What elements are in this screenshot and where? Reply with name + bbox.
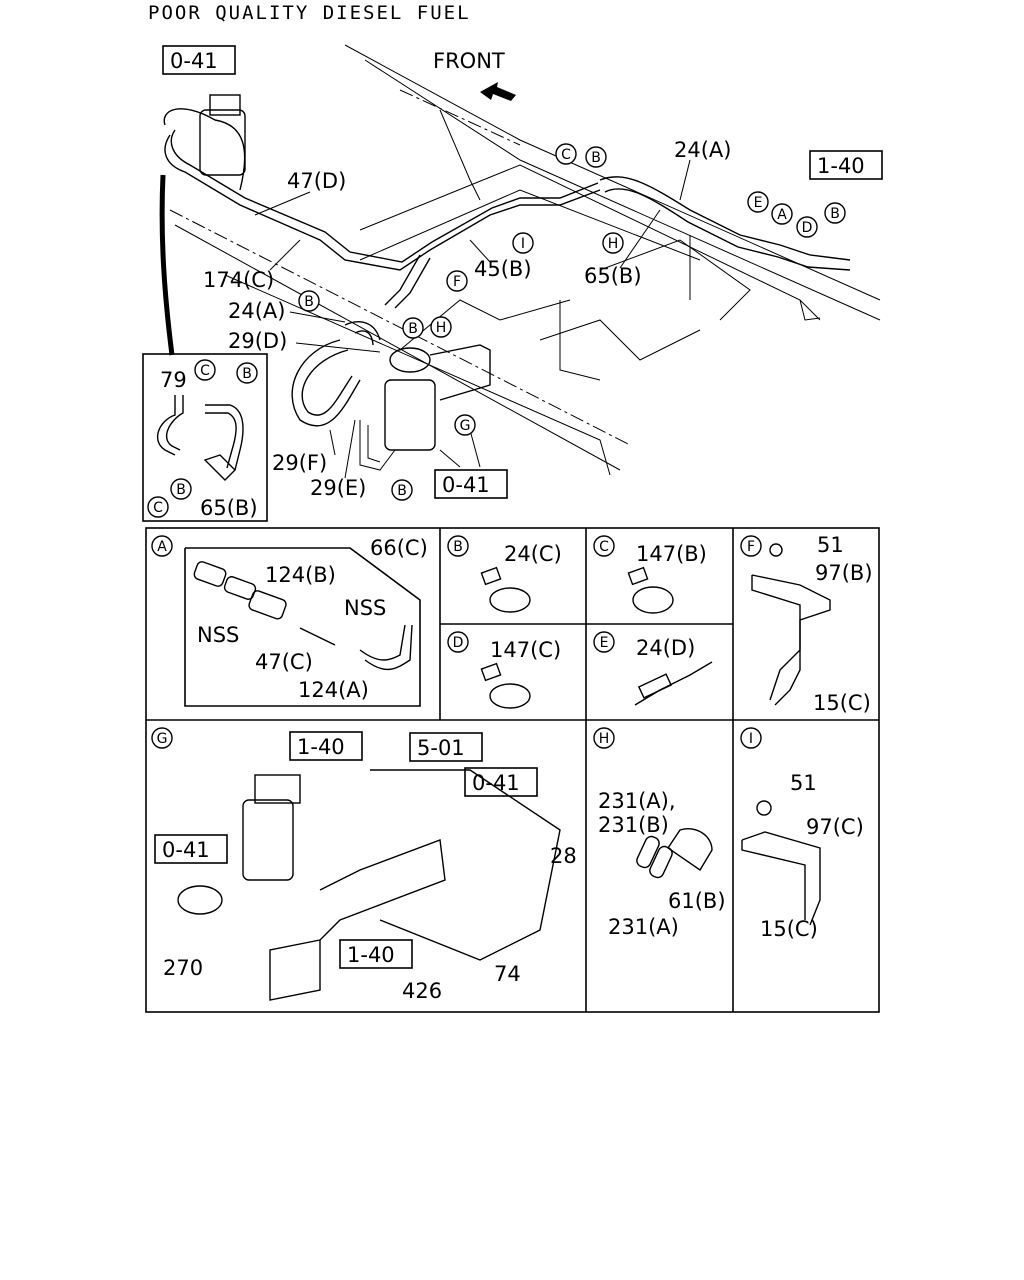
panel-i-label-97c: 97(C) [806, 815, 864, 839]
panel-c: C 147(B) [593, 535, 707, 614]
panel-g-label-28: 28 [550, 844, 577, 868]
main-callouts: C B E A D B B B H I F H G B [298, 143, 846, 501]
panel-a-letter: A [157, 539, 167, 555]
inset-detail: 79 65(B) C B C B [142, 353, 268, 522]
panel-i-label-15c: 15(C) [760, 917, 818, 941]
inset-callout-b: B [242, 366, 252, 382]
panel-g-label-74: 74 [494, 962, 521, 986]
inset-callout-b: B [176, 482, 186, 498]
panel-a-label-nss-right: NSS [344, 596, 386, 620]
callout-h: H [436, 320, 447, 336]
panel-d-label-147c: 147(C) [490, 638, 561, 662]
panel-i-label-51: 51 [790, 771, 817, 795]
panel-i: I 51 97(C) 15(C) [740, 727, 864, 941]
panel-h-label-231a-comma: 231(A), [598, 789, 676, 813]
panel-a-label-124b: 124(B) [265, 563, 336, 587]
main-ref-0-41-top: 0-41 [170, 49, 218, 73]
panel-h: H 231(A), 231(B) 61(B) 231(A) [593, 727, 726, 939]
callout-i: I [521, 236, 525, 252]
callout-b: B [830, 206, 840, 222]
inset-callout-c: C [200, 363, 210, 379]
panel-a-label-124a: 124(A) [298, 678, 369, 702]
inset-label-79: 79 [160, 368, 187, 392]
panel-g-ref-0-41-right: 0-41 [472, 771, 520, 795]
main-ref-boxes: 0-41 1-40 0-41 [162, 45, 883, 499]
fuel-filter-assembly [199, 94, 491, 471]
front-arrow [480, 82, 516, 101]
label-174c: 174(C) [203, 268, 274, 292]
panel-g-ref-1-40-top: 1-40 [297, 735, 345, 759]
label-65b: 65(B) [584, 264, 642, 288]
panel-g-label-270: 270 [163, 956, 203, 980]
chassis-frame [169, 44, 881, 476]
label-29e: 29(E) [310, 476, 366, 500]
panel-e-letter: E [600, 635, 609, 651]
label-29d: 29(D) [228, 329, 287, 353]
panel-h-label-61b: 61(B) [668, 889, 726, 913]
callout-b: B [304, 294, 314, 310]
callout-e: E [754, 195, 763, 211]
callout-d: D [802, 220, 813, 236]
panel-f-label-51: 51 [817, 533, 844, 557]
panel-d-letter: D [453, 635, 464, 651]
panel-e: E 24(D) [593, 631, 713, 706]
panel-g-letter: G [157, 731, 168, 747]
panel-b: B 24(C) [447, 535, 562, 613]
panel-f: F 51 97(B) 15(C) [740, 533, 873, 715]
main-part-labels: 47(D) 174(C) 24(A) 24(A) 29(D) 45(B) 65(… [203, 138, 731, 500]
callout-b: B [408, 321, 418, 337]
callout-g: G [460, 418, 471, 434]
callout-b: B [397, 483, 407, 499]
panel-h-label-231b: 231(B) [598, 813, 669, 837]
panel-g-ref-5-01: 5-01 [417, 736, 465, 760]
panel-b-letter: B [453, 539, 463, 555]
callout-a: A [777, 207, 787, 223]
panel-a: A 66(C) 124(B) NSS NSS 47(C) 124(A) [151, 535, 428, 707]
label-29f: 29(F) [272, 451, 327, 475]
panel-a-label-nss-left: NSS [197, 623, 239, 647]
callout-f: F [453, 274, 461, 290]
panel-a-label-47c: 47(C) [255, 650, 313, 674]
panel-f-label-15c: 15(C) [813, 691, 871, 715]
label-47d: 47(D) [287, 169, 346, 193]
panel-g-ref-0-41-left: 0-41 [162, 838, 210, 862]
callout-c: C [561, 147, 571, 163]
detail-grid [145, 527, 880, 1013]
panel-i-letter: I [749, 731, 753, 747]
panel-e-label-24d: 24(D) [636, 636, 695, 660]
panel-g-ref-1-40-bottom: 1-40 [347, 943, 395, 967]
callout-h: H [608, 236, 619, 252]
inset-callout-c: C [153, 500, 163, 516]
front-label: FRONT [433, 49, 505, 73]
panel-c-letter: C [599, 539, 609, 555]
label-24a-left: 24(A) [228, 299, 285, 323]
main-ref-1-40: 1-40 [817, 154, 865, 178]
callout-b: B [591, 150, 601, 166]
panel-d: D 147(C) [447, 631, 561, 709]
panel-f-letter: F [747, 539, 755, 555]
panel-a-label-66c: 66(C) [370, 536, 428, 560]
main-leaders [254, 159, 691, 479]
panel-b-label-24c: 24(C) [504, 542, 562, 566]
fuel-lines [163, 108, 851, 427]
panel-h-label-231a: 231(A) [608, 915, 679, 939]
panel-c-label-147b: 147(B) [636, 542, 707, 566]
main-ref-0-41-bottom: 0-41 [442, 473, 490, 497]
panel-f-label-97b: 97(B) [815, 561, 873, 585]
page-title: POOR QUALITY DIESEL FUEL [148, 2, 471, 24]
inset-label-65b: 65(B) [200, 496, 258, 520]
panel-h-letter: H [599, 731, 610, 747]
label-45b: 45(B) [474, 257, 532, 281]
label-24a-right: 24(A) [674, 138, 731, 162]
panel-g-label-426: 426 [402, 979, 442, 1003]
panel-g: G 1-40 5-01 0-41 0-41 1-40 28 270 426 74 [151, 727, 577, 1003]
